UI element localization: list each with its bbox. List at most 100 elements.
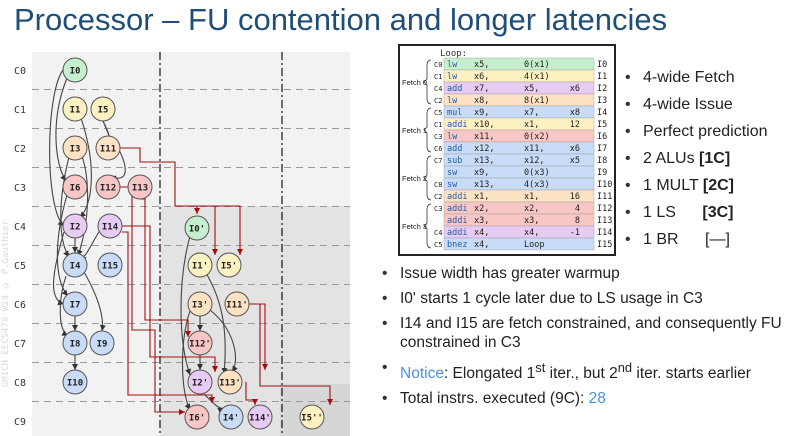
node-i11: I11 — [95, 135, 121, 161]
node-i9: I9 — [89, 330, 115, 356]
cycle-label-c0: C0 — [14, 66, 26, 77]
fetch-brace — [423, 203, 432, 249]
note-text: : Elongated 1 — [443, 365, 536, 383]
row-cycle: C7 — [434, 157, 442, 165]
node-label: I11' — [226, 301, 248, 311]
code-op: sub — [447, 156, 462, 166]
code-src: x3, — [524, 216, 539, 226]
code-dest: x8, — [474, 96, 489, 106]
node-i7: I7 — [62, 291, 88, 317]
node-label: I15 — [102, 262, 118, 272]
fetch-group-3: Fetch 3 — [402, 203, 432, 249]
code-op: mul — [447, 108, 462, 118]
note-item: Issue width has greater warmup — [382, 264, 784, 283]
code-src2: 16 — [570, 192, 580, 202]
node-circle — [62, 57, 88, 83]
node-circle — [95, 135, 121, 161]
page-title: Processor – FU contention and longer lat… — [14, 2, 668, 37]
note-text: Issue width has greater warmup — [400, 265, 620, 282]
code-op: lw — [447, 60, 458, 70]
node-circle — [97, 252, 123, 278]
node-i14p: I14' — [247, 404, 273, 430]
loop-label: Loop: — [440, 49, 467, 59]
spec-text: Perfect prediction — [643, 123, 768, 140]
edge-n3-n11b — [77, 155, 89, 257]
fetch-group-1: Fetch 1 — [402, 107, 432, 153]
row-cycle: C4 — [434, 229, 442, 237]
node-circle — [184, 404, 210, 430]
node-i3p: I3' — [187, 291, 213, 317]
node-label: I5 — [98, 106, 109, 116]
cycle-label-c6: C6 — [14, 300, 26, 311]
spec-item: 4-wide Fetch — [625, 64, 768, 91]
cycle-label-c3: C3 — [14, 183, 26, 194]
note-text: iter., but 2 — [545, 365, 618, 383]
node-circle — [187, 291, 213, 317]
node-i4p: I4' — [218, 404, 244, 430]
code-src2: 4 — [575, 204, 580, 214]
node-label: I14 — [102, 223, 119, 233]
code-dest: x6, — [474, 72, 489, 82]
code-instr-id: I1 — [597, 72, 607, 82]
node-circle — [90, 96, 116, 122]
node-label: I3' — [192, 301, 208, 311]
code-row-bg — [443, 165, 595, 179]
node-circle — [187, 369, 213, 395]
code-instr-id: I14 — [597, 228, 612, 238]
code-instr-id: I2 — [597, 84, 607, 94]
node-i6p: I6' — [184, 404, 210, 430]
node-i12p: I12' — [187, 330, 213, 356]
note-item: I0' starts 1 cycle later due to LS usage… — [382, 289, 784, 308]
code-instr-id: I8 — [597, 156, 607, 166]
code-row-bg — [443, 57, 595, 71]
node-circle — [95, 174, 121, 200]
node-circle — [62, 330, 88, 356]
spec-item: 2 ALUs [1C] — [625, 145, 768, 172]
spec-item: 1 LS [3C] — [625, 199, 768, 226]
code-row-bg — [443, 177, 595, 191]
node-i8: I8 — [62, 330, 88, 356]
note-text: st — [535, 360, 546, 375]
edge-n1-n8 — [79, 117, 92, 219]
row-cycle: C2 — [434, 97, 442, 105]
node-i4: I4 — [62, 252, 88, 278]
code-instr-id: I12 — [597, 204, 612, 214]
code-instr-id: I7 — [597, 144, 607, 154]
node-i13p: I13' — [217, 369, 243, 395]
node-label: I6 — [70, 184, 81, 194]
code-src: 4(x1) — [524, 72, 550, 82]
node-label: I4 — [70, 262, 81, 272]
node-circle — [224, 291, 250, 317]
cycle-label-c9: C9 — [14, 417, 26, 428]
node-label: I7 — [70, 301, 81, 311]
cycle-label-c5: C5 — [14, 261, 26, 272]
code-src: 4(x3) — [524, 180, 550, 190]
code-src: x1, — [524, 120, 539, 130]
code-src: 0(x2) — [524, 132, 550, 142]
note-item: Total instrs. executed (9C): 28 — [382, 389, 784, 408]
code-instr-id: I11 — [597, 192, 612, 202]
cycle-label-c8: C8 — [14, 378, 26, 389]
note-item: Notice: Elongated 1st iter., but 2nd ite… — [382, 358, 784, 383]
node-circle — [217, 369, 243, 395]
code-instr-id: I13 — [597, 216, 612, 226]
node-circle — [62, 252, 88, 278]
edge-red-i11p-i5pp — [250, 303, 333, 405]
code-src: 0(x3) — [524, 168, 550, 178]
node-circle — [216, 252, 242, 278]
node-circle — [247, 404, 273, 430]
code-dest: x3, — [474, 216, 489, 226]
code-dest: x4, — [474, 228, 489, 238]
code-op: sw — [447, 168, 458, 178]
node-label: I13 — [132, 184, 148, 194]
code-src: x4, — [524, 228, 539, 238]
fetch-brace — [423, 107, 432, 153]
node-i14: I14 — [97, 213, 123, 239]
fetch-group-label: Fetch 1 — [402, 126, 427, 135]
